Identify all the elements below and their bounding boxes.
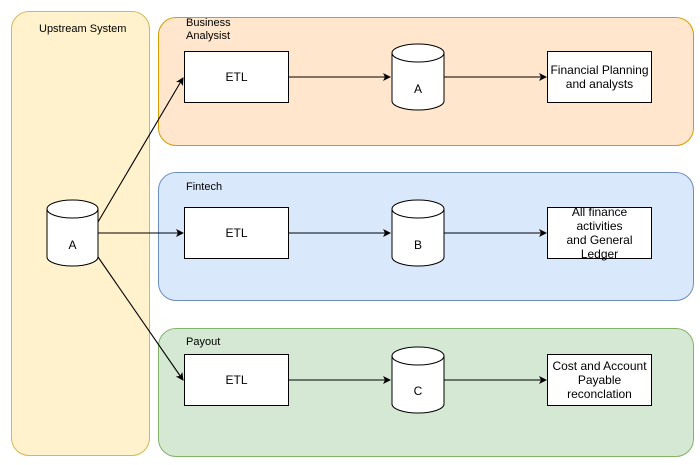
- etl-business-box: ETL: [184, 51, 289, 103]
- lane-business-title: Business Analysist: [186, 17, 231, 42]
- financial-planning-box: Financial Planning and analysts: [547, 51, 652, 103]
- database-cylinder-icon: [391, 346, 445, 414]
- business-database: A: [391, 43, 445, 111]
- lane-fintech-title: Fintech: [186, 181, 223, 193]
- cost-payable-box: Cost and Account Payable reconclation: [547, 354, 652, 406]
- payout-database: C: [391, 346, 445, 414]
- database-cylinder-icon: [46, 199, 99, 267]
- fintech-database-label: B: [413, 238, 422, 252]
- fintech-database: B: [391, 199, 445, 267]
- database-cylinder-icon: [391, 43, 445, 111]
- source-database: A: [46, 199, 99, 267]
- payout-database-label: C: [413, 384, 423, 398]
- source-database-label: A: [68, 238, 77, 252]
- finance-activities-box: All finance activities and General Ledge…: [547, 205, 652, 261]
- etl-payout-box: ETL: [184, 354, 289, 406]
- lane-upstream-title: Upstream System: [39, 23, 127, 35]
- database-cylinder-icon: [391, 199, 445, 267]
- etl-fintech-box: ETL: [184, 207, 289, 259]
- edge-source-to-etl-business: [97, 77, 184, 223]
- edge-source-to-etl-payout: [97, 256, 184, 381]
- business-database-label: A: [413, 82, 422, 96]
- lane-payout-title: Payout: [186, 336, 221, 348]
